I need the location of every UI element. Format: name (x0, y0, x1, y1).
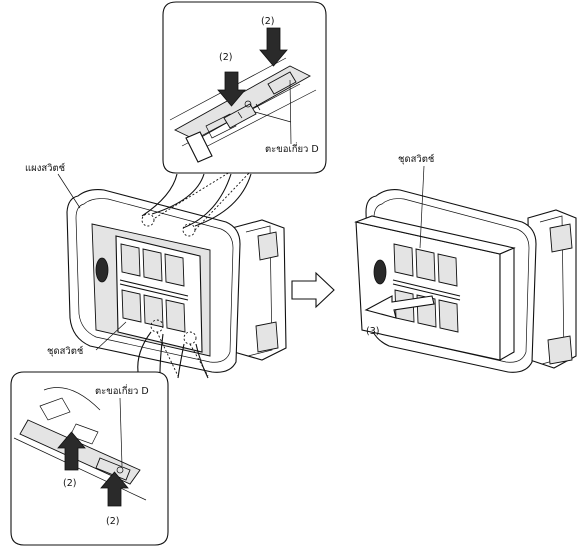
step-label-remove: (3) (366, 326, 379, 337)
step-label-top-left: (2) (219, 52, 232, 63)
push-down-arrow (217, 71, 246, 107)
switch-assembly-label-right: ชุดสวิตช์ (398, 153, 435, 165)
step-label-bottom-right: (2) (106, 516, 119, 527)
hook-d-label-top: ตะขอเกี่ยว D (265, 142, 319, 155)
direction-arrow (291, 271, 335, 309)
push-down-arrow (259, 27, 288, 67)
switch-panel-assembly (66, 189, 287, 373)
switch-assembly-leader-right (419, 165, 425, 249)
push-up-arrow (57, 431, 86, 471)
bottom-callout-lines (137, 331, 209, 379)
pull-out-arrow (364, 295, 435, 319)
bottom-inset (10, 371, 169, 546)
switch-panel-label: แผงสวิตช์ (25, 162, 66, 174)
hook-d-label-bottom: ตะขอเกี่ยว D (95, 384, 149, 397)
switch-assembly-leader-left (95, 321, 127, 351)
step-label-bottom-left: (2) (63, 478, 76, 489)
top-inset (162, 1, 327, 174)
push-up-arrow (100, 471, 129, 507)
switch-panel-removed (354, 189, 577, 373)
switch-panel-leader (57, 173, 81, 209)
step-label-top-right: (2) (261, 16, 274, 27)
top-callout-lines (141, 171, 252, 231)
switch-buttons (119, 243, 189, 333)
switch-assembly-label-left: ชุดสวิตช์ (47, 345, 84, 357)
